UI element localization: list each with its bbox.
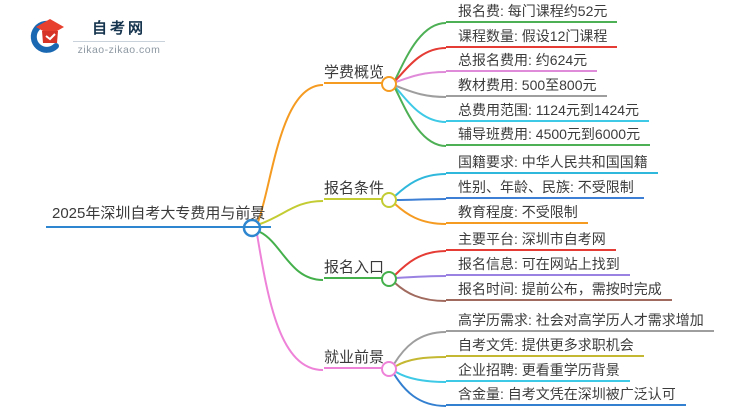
connector-root-branch-1 <box>259 200 324 225</box>
connector-leaf-3-2 <box>395 371 447 383</box>
connector-leaf-3-0 <box>393 331 447 365</box>
leaf-node-total-reg-fee[interactable]: 总报名费用: 约624元 <box>446 51 598 72</box>
branch-circle-registration-requirements[interactable] <box>381 192 397 208</box>
connector-root-branch-2 <box>259 231 324 281</box>
leaf-node-main-platform[interactable]: 主要平台: 深圳市自考网 <box>446 230 616 251</box>
leaf-node-total-cost-range[interactable]: 总费用范围: 1124元到1424元 <box>446 101 650 122</box>
connector-leaf-1-1 <box>395 198 447 201</box>
branch-node-registration-requirements[interactable]: 报名条件 <box>324 179 384 200</box>
connector-root-branch-3 <box>256 233 324 371</box>
leaf-node-recognition[interactable]: 含金量: 自考文凭在深圳被广泛认可 <box>446 385 686 406</box>
connector-leaf-1-0 <box>394 173 447 197</box>
connector-leaf-2-0 <box>394 250 447 276</box>
graduation-cap-icon <box>30 19 64 53</box>
connector-leaf-3-3 <box>393 373 447 407</box>
branch-node-career-outlook[interactable]: 就业前景 <box>324 348 384 369</box>
connector-leaf-2-1 <box>395 275 447 279</box>
connector-leaf-0-1 <box>394 47 447 82</box>
leaf-node-education-level[interactable]: 教育程度: 不受限制 <box>446 203 588 224</box>
leaf-node-textbook-cost[interactable]: 教材费用: 500至800元 <box>446 76 607 97</box>
leaf-node-diploma-value[interactable]: 自考文凭: 提供更多求职机会 <box>446 336 644 357</box>
leaf-node-degree-demand[interactable]: 高学历需求: 社会对高学历人才需求增加 <box>446 311 714 332</box>
connector-leaf-0-4 <box>394 86 447 123</box>
leaf-node-gender-age-ethnic[interactable]: 性别、年龄、民族: 不受限制 <box>446 178 644 199</box>
leaf-node-registration-time[interactable]: 报名时间: 提前公布，需按时完成 <box>446 280 672 301</box>
connector-root-branch-0 <box>257 84 324 223</box>
connector-leaf-2-2 <box>394 282 447 302</box>
connector-leaf-0-5 <box>394 87 447 147</box>
branch-circle-registration-portal[interactable] <box>381 271 397 287</box>
leaf-node-course-count[interactable]: 课程数量: 假设12门课程 <box>446 27 618 48</box>
connector-leaf-3-1 <box>395 356 447 367</box>
leaf-node-hiring-preference[interactable]: 企业招聘: 更看重学历背景 <box>446 361 630 382</box>
leaf-node-registration-fee[interactable]: 报名费: 每门课程约52元 <box>446 2 618 23</box>
site-url: zikao-zikao.com <box>77 43 161 56</box>
branch-circle-career-outlook[interactable] <box>381 361 397 377</box>
branch-node-registration-portal[interactable]: 报名入口 <box>324 258 384 279</box>
root-node-label[interactable]: 2025年深圳自考大专费用与前景 <box>46 204 272 228</box>
connector-leaf-0-3 <box>395 85 447 98</box>
logo-divider <box>73 40 165 42</box>
root-node-circle[interactable] <box>242 218 262 238</box>
site-logo: 自考网 zikao-zikao.com <box>26 16 165 56</box>
connector-leaf-0-0 <box>394 22 447 81</box>
leaf-node-nationality[interactable]: 国籍要求: 中华人民共和国国籍 <box>446 153 658 174</box>
branch-node-tuition-overview[interactable]: 学费概览 <box>324 63 384 84</box>
connector-leaf-0-2 <box>395 71 447 83</box>
leaf-node-registration-info[interactable]: 报名信息: 可在网站上找到 <box>446 255 630 276</box>
connector-leaf-1-2 <box>394 203 447 225</box>
leaf-node-tutoring-cost[interactable]: 辅导班费用: 4500元到6000元 <box>446 125 651 146</box>
site-name: 自考网 <box>91 19 146 37</box>
branch-circle-tuition-overview[interactable] <box>381 76 397 92</box>
